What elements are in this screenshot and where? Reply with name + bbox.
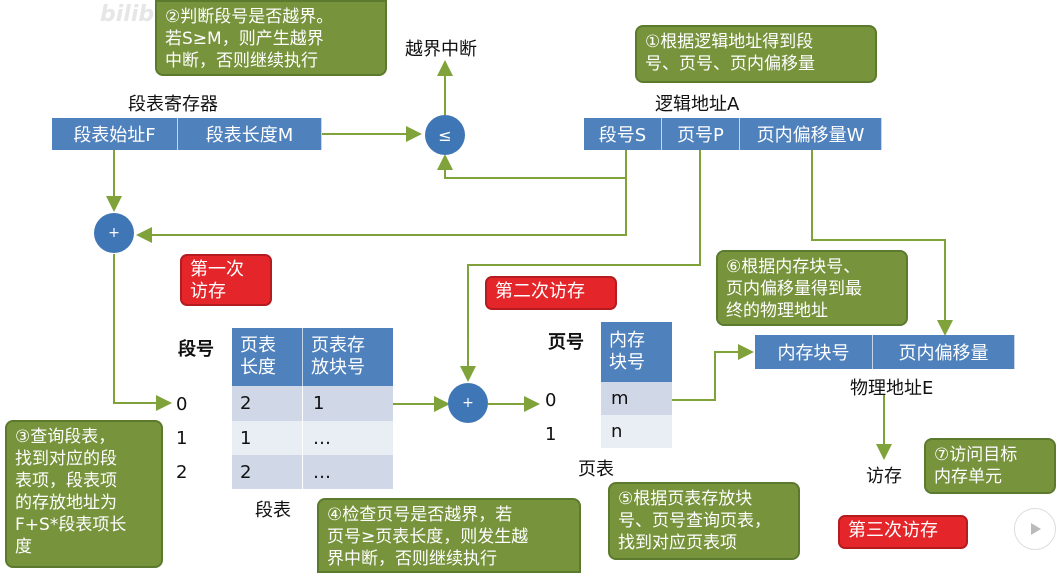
segment-header-page-table-block: 页表存 放块号 bbox=[303, 328, 393, 386]
third-access-tag: 第三次访存 bbox=[838, 515, 968, 549]
compare-operator: ≤ bbox=[425, 115, 465, 155]
note-step-1: ①根据逻辑地址得到段 号、页号、页内偏移量 bbox=[635, 25, 877, 83]
memory-access-label: 访存 bbox=[866, 466, 902, 487]
first-access-tag: 第一次 访存 bbox=[180, 254, 272, 306]
page-table-caption: 页表 bbox=[578, 459, 614, 480]
logical-offset-cell: 页内偏移量W bbox=[740, 118, 882, 150]
seg-table-register-title: 段表寄存器 bbox=[128, 94, 218, 115]
page-row-1-block: n bbox=[601, 415, 672, 448]
physical-offset-cell: 页内偏移量 bbox=[873, 335, 1015, 369]
segment-row-1-block: … bbox=[303, 421, 393, 455]
segment-index-1: 1 bbox=[176, 428, 188, 449]
note-step-3: ③查询段表， 找到对应的段 表项，段表项 的存放地址为 F+S*段表项长 度 bbox=[5, 420, 163, 568]
segment-row-0-length: 2 bbox=[232, 386, 303, 421]
page-row-0-block: m bbox=[601, 382, 672, 415]
note-step-7: ⑦访问目标 内存单元 bbox=[924, 438, 1056, 494]
overflow-interrupt-label: 越界中断 bbox=[405, 39, 477, 60]
segment-index-header: 段号 bbox=[178, 339, 214, 360]
page-header-memory-block: 内存 块号 bbox=[601, 322, 672, 382]
add-operator-segment: + bbox=[94, 213, 134, 253]
page-index-0: 0 bbox=[545, 390, 557, 411]
add-operator-page: + bbox=[448, 383, 488, 423]
physical-address-caption: 物理地址E bbox=[850, 378, 934, 399]
note-step-4: ④检查页号是否越界，若 页号≥页表长度，则发生越 界中断，否则继续执行 bbox=[317, 498, 581, 573]
note-step-5: ⑤根据页表存放块 号、页号查询页表， 找到对应页表项 bbox=[608, 482, 800, 560]
logical-page-no-cell: 页号P bbox=[662, 118, 740, 150]
page-index-1: 1 bbox=[545, 424, 557, 445]
logical-seg-no-cell: 段号S bbox=[584, 118, 662, 150]
segment-index-0: 0 bbox=[176, 394, 188, 415]
page-index-header: 页号 bbox=[548, 332, 584, 353]
play-icon[interactable] bbox=[1014, 508, 1056, 550]
second-access-tag: 第二次访存 bbox=[485, 276, 617, 310]
seg-table-length-cell: 段表长度M bbox=[178, 118, 322, 150]
note-step-6: ⑥根据内存块号、 页内偏移量得到最 终的物理地址 bbox=[716, 250, 908, 326]
segment-table-caption: 段表 bbox=[255, 500, 291, 521]
seg-table-start-cell: 段表始址F bbox=[52, 118, 178, 150]
segment-header-page-table-length: 页表 长度 bbox=[232, 328, 303, 386]
segment-row-2-block: … bbox=[303, 455, 393, 489]
segment-index-2: 2 bbox=[176, 462, 188, 483]
physical-block-cell: 内存块号 bbox=[755, 335, 873, 369]
segment-row-2-length: 2 bbox=[232, 455, 303, 489]
segment-row-1-length: 1 bbox=[232, 421, 303, 455]
note-step-2: ②判断段号是否越界。 若S≥M，则产生越界 中断，否则继续执行 bbox=[155, 0, 387, 76]
logical-address-title: 逻辑地址A bbox=[655, 94, 740, 115]
segment-row-0-block: 1 bbox=[303, 386, 393, 421]
